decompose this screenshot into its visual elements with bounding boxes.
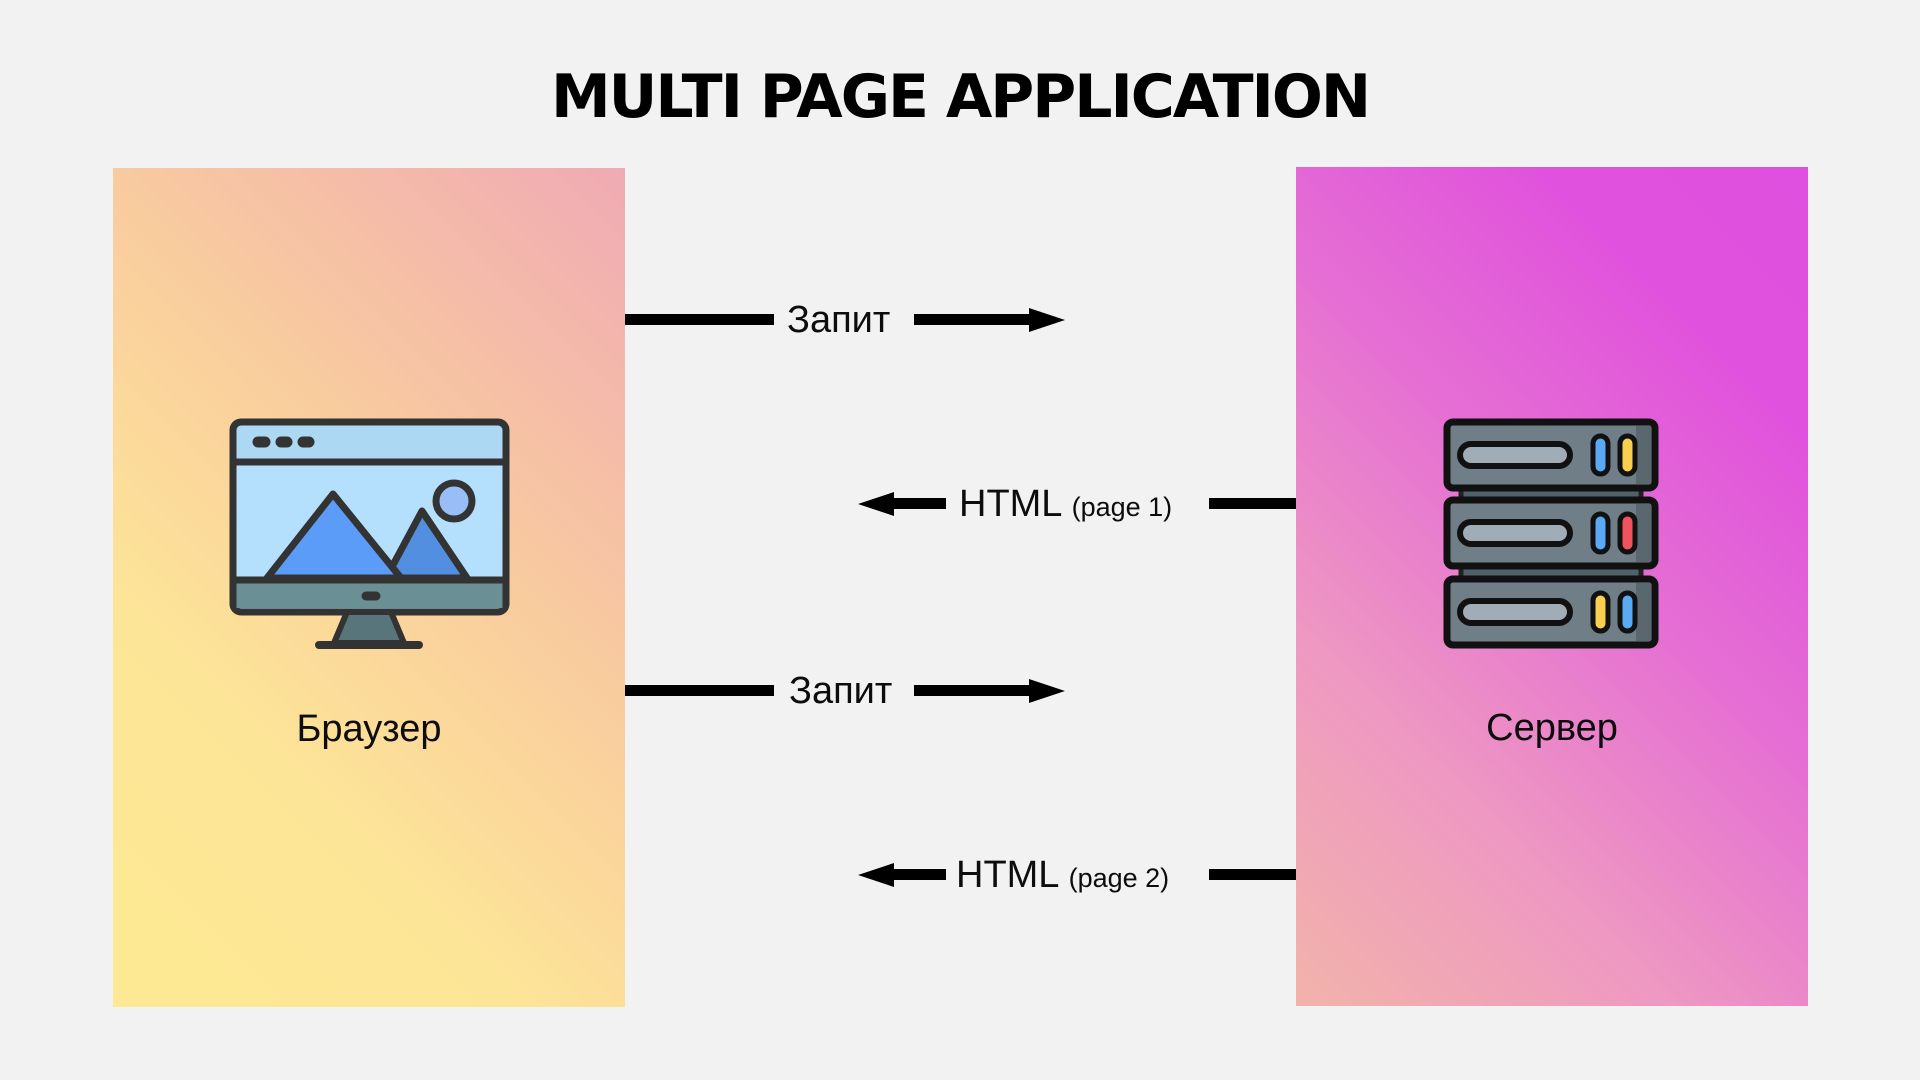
response-label-2: HTML (page 2) xyxy=(956,855,1169,898)
arrow-line xyxy=(625,314,774,325)
server-unit-2 xyxy=(1443,496,1659,570)
arrow-line xyxy=(1209,869,1296,880)
arrow-line xyxy=(890,869,946,880)
server-unit-3 xyxy=(1443,575,1659,649)
arrow-line xyxy=(914,314,1032,325)
response-arrow-2: HTML (page 2) xyxy=(858,855,1296,895)
request-arrow-2: Запит xyxy=(625,671,1065,711)
diagram-title: MULTI PAGE APPLICATION xyxy=(550,62,1371,132)
arrow-line xyxy=(890,498,946,509)
server-label: Сервер xyxy=(1486,707,1618,749)
arrow-line xyxy=(625,685,774,696)
led-2a xyxy=(1590,511,1611,555)
arrow-right-icon xyxy=(1029,679,1065,703)
arrow-right-icon xyxy=(1029,308,1065,332)
response-label-1: HTML (page 1) xyxy=(959,484,1172,527)
arrow-line xyxy=(914,685,1032,696)
response-page-1: (page 1) xyxy=(1071,492,1173,522)
server-rack-icon xyxy=(1443,418,1659,649)
browser-label: Браузер xyxy=(296,708,442,750)
led-3b xyxy=(1617,590,1638,634)
led-1a xyxy=(1590,433,1611,477)
arrow-line xyxy=(1209,498,1296,509)
arrow-left-icon xyxy=(858,863,894,887)
response-page-2: (page 2) xyxy=(1068,863,1170,893)
response-type-1: HTML xyxy=(959,483,1062,525)
desktop-browser-icon xyxy=(229,418,510,649)
led-1b xyxy=(1617,433,1638,477)
response-arrow-1: HTML (page 1) xyxy=(858,484,1296,524)
led-2b xyxy=(1617,511,1638,555)
led-3a xyxy=(1590,590,1611,634)
request-label-1: Запит xyxy=(787,299,891,341)
request-arrow-1: Запит xyxy=(625,300,1065,340)
server-unit-1 xyxy=(1443,418,1659,492)
request-label-2: Запит xyxy=(789,670,893,712)
arrow-left-icon xyxy=(858,492,894,516)
response-type-2: HTML xyxy=(956,854,1059,896)
